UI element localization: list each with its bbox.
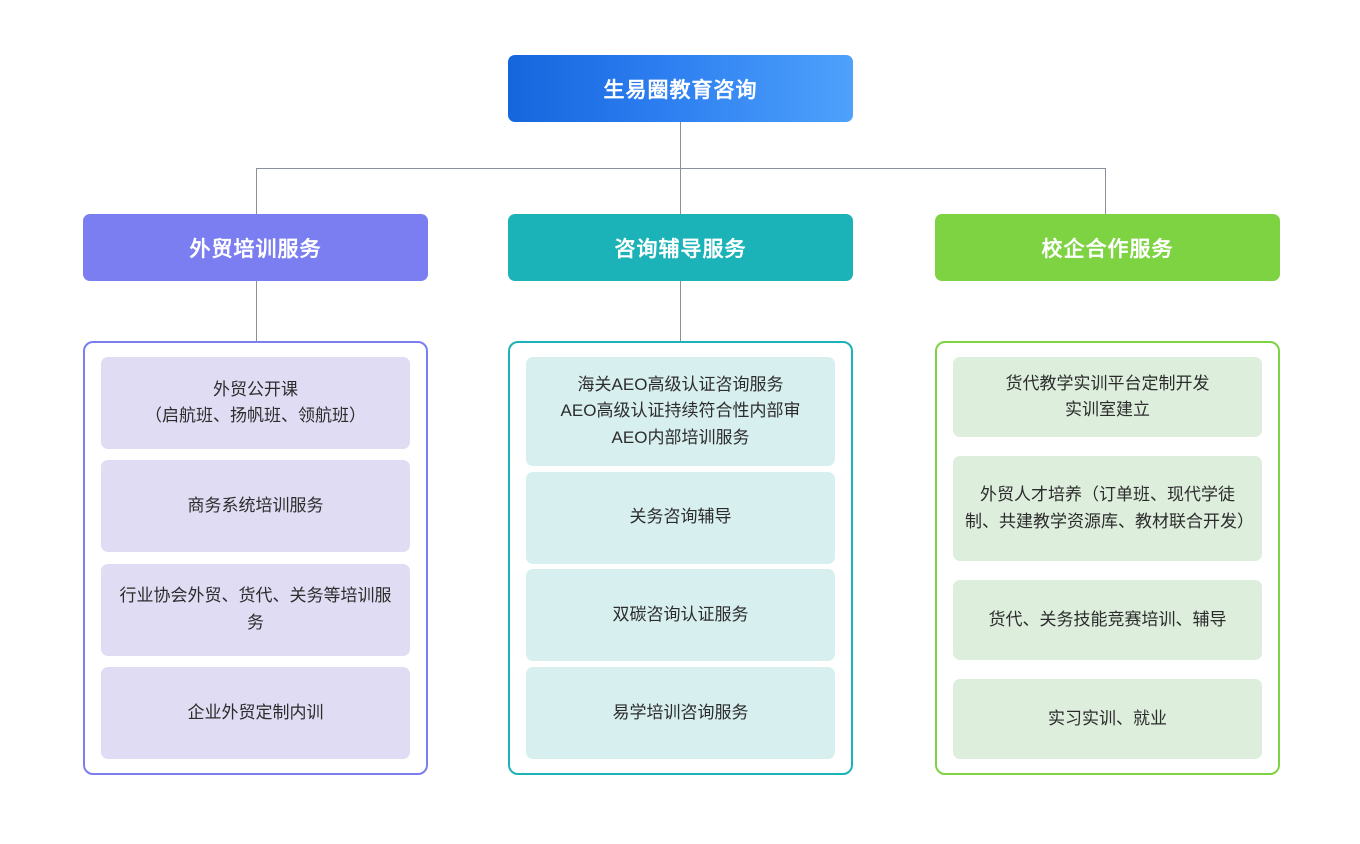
- branch-header-label: 校企合作服务: [1041, 237, 1174, 261]
- branch-body-foreign-trade-training: 外贸公开课 （启航班、扬帆班、领航班） 商务系统培训服务 行业协会外贸、货代、关…: [83, 341, 428, 775]
- service-card[interactable]: 易学培训咨询服务: [526, 666, 835, 759]
- branch-header-consulting-tutoring[interactable]: 咨询辅导服务: [508, 214, 853, 281]
- branch-body-consulting-tutoring: 海关AEO高级认证咨询服务 AEO高级认证持续符合性内部审 AEO内部培训服务 …: [508, 341, 853, 775]
- branch-column-consulting-tutoring: 咨询辅导服务 海关AEO高级认证咨询服务 AEO高级认证持续符合性内部审 AEO…: [508, 214, 853, 775]
- branch-column-school-enterprise-cooperation: 校企合作服务 货代教学实训平台定制开发 实训室建立 外贸人才培养（订单班、现代学…: [935, 214, 1280, 775]
- service-card[interactable]: 关务咨询辅导: [526, 471, 835, 564]
- connector-root-stem: [680, 122, 681, 168]
- service-card[interactable]: 外贸公开课 （启航班、扬帆班、领航班）: [101, 357, 410, 449]
- service-card[interactable]: 实习实训、就业: [953, 679, 1262, 759]
- branch-body-school-enterprise-cooperation: 货代教学实训平台定制开发 实训室建立 外贸人才培养（订单班、现代学徒制、共建教学…: [935, 341, 1280, 775]
- service-card[interactable]: 货代教学实训平台定制开发 实训室建立: [953, 357, 1262, 437]
- root-node-education-consulting[interactable]: 生易圈教育咨询: [508, 55, 853, 122]
- service-card[interactable]: 企业外贸定制内训: [101, 666, 410, 759]
- connector-left-header-to-body: [256, 281, 257, 341]
- service-card[interactable]: 双碳咨询认证服务: [526, 569, 835, 662]
- branch-header-foreign-trade-training[interactable]: 外贸培训服务: [83, 214, 428, 281]
- service-card[interactable]: 商务系统培训服务: [101, 460, 410, 553]
- branch-header-label: 外贸培训服务: [189, 237, 322, 261]
- connector-bus-to-right-header: [1105, 168, 1106, 214]
- branch-header-label: 咨询辅导服务: [614, 237, 747, 261]
- connector-bus-to-left-header: [256, 168, 257, 214]
- branch-header-school-enterprise-cooperation[interactable]: 校企合作服务: [935, 214, 1280, 281]
- service-card[interactable]: 行业协会外贸、货代、关务等培训服务: [101, 563, 410, 656]
- service-card[interactable]: 外贸人才培养（订单班、现代学徒制、共建教学资源库、教材联合开发）: [953, 456, 1262, 561]
- service-card[interactable]: 货代、关务技能竞赛培训、辅导: [953, 580, 1262, 660]
- root-node-label: 生易圈教育咨询: [603, 78, 758, 102]
- connector-middle-header-to-body: [680, 281, 681, 341]
- connector-bus-to-middle-header: [680, 168, 681, 214]
- branch-column-foreign-trade-training: 外贸培训服务 外贸公开课 （启航班、扬帆班、领航班） 商务系统培训服务 行业协会…: [83, 214, 428, 775]
- service-card[interactable]: 海关AEO高级认证咨询服务 AEO高级认证持续符合性内部审 AEO内部培训服务: [526, 357, 835, 466]
